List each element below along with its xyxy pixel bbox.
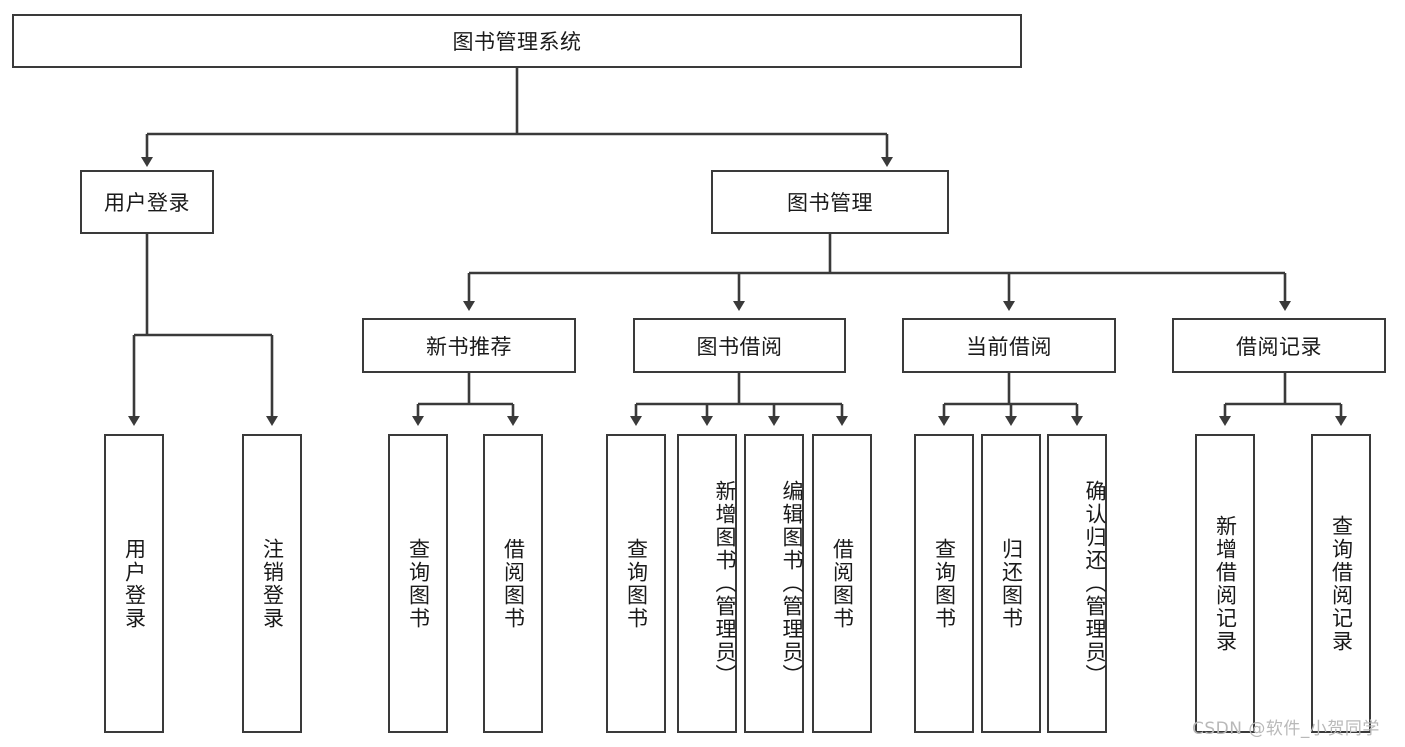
leaf-new-book-borrow-book[interactable]: 借阅图书 — [483, 434, 543, 733]
node-label: 查询图书 — [406, 537, 431, 630]
leaf-current-borrow-query-book[interactable]: 查询图书 — [914, 434, 974, 733]
node-label: 用户登录 — [122, 537, 147, 630]
leaf-borrow-record-query-record[interactable]: 查询借阅记录 — [1311, 434, 1371, 733]
node-book-management[interactable]: 图书管理 — [711, 170, 949, 234]
leaf-borrow-record-add-record[interactable]: 新增借阅记录 — [1195, 434, 1255, 733]
node-label: 查询借阅记录 — [1329, 514, 1354, 653]
node-label: 新增借阅记录 — [1213, 514, 1238, 653]
node-root-book-management-system[interactable]: 图书管理系统 — [12, 14, 1022, 68]
node-label: 新增图书（管理员） — [713, 480, 737, 687]
leaf-book-borrow-borrow-book[interactable]: 借阅图书 — [812, 434, 872, 733]
leaf-new-book-query-book[interactable]: 查询图书 — [388, 434, 448, 733]
node-user-login[interactable]: 用户登录 — [80, 170, 214, 234]
leaf-book-borrow-add-book-admin[interactable]: 新增图书（管理员） — [677, 434, 737, 733]
leaf-current-borrow-return-book[interactable]: 归还图书 — [981, 434, 1041, 733]
node-label: 编辑图书（管理员） — [780, 480, 804, 687]
node-label: 查询图书 — [932, 537, 957, 630]
node-label: 注销登录 — [260, 537, 285, 630]
node-label: 图书管理系统 — [452, 30, 582, 54]
csdn-watermark: CSDN @软件_小贺同学 — [1192, 719, 1380, 739]
node-label: 当前借阅 — [966, 334, 1052, 359]
leaf-current-borrow-confirm-return-admin[interactable]: 确认归还（管理员） — [1047, 434, 1107, 733]
node-label: 新书推荐 — [426, 334, 512, 359]
node-label: 借阅记录 — [1236, 334, 1322, 359]
leaf-user-login-logout[interactable]: 注销登录 — [242, 434, 302, 733]
node-book-borrow[interactable]: 图书借阅 — [633, 318, 846, 373]
node-new-book-recommend[interactable]: 新书推荐 — [362, 318, 576, 373]
node-label: 图书管理 — [787, 191, 873, 215]
node-label: 借阅图书 — [501, 537, 526, 630]
leaf-book-borrow-edit-book-admin[interactable]: 编辑图书（管理员） — [744, 434, 804, 733]
node-label: 查询图书 — [624, 537, 649, 630]
node-label: 借阅图书 — [830, 537, 855, 630]
node-current-borrow[interactable]: 当前借阅 — [902, 318, 1116, 373]
node-label: 图书借阅 — [696, 334, 783, 359]
leaf-user-login-login[interactable]: 用户登录 — [104, 434, 164, 733]
node-label: 归还图书 — [999, 537, 1024, 630]
node-borrow-record[interactable]: 借阅记录 — [1172, 318, 1386, 373]
leaf-book-borrow-query-book[interactable]: 查询图书 — [606, 434, 666, 733]
node-label: 用户登录 — [104, 191, 190, 215]
node-label: 确认归还（管理员） — [1083, 480, 1107, 687]
